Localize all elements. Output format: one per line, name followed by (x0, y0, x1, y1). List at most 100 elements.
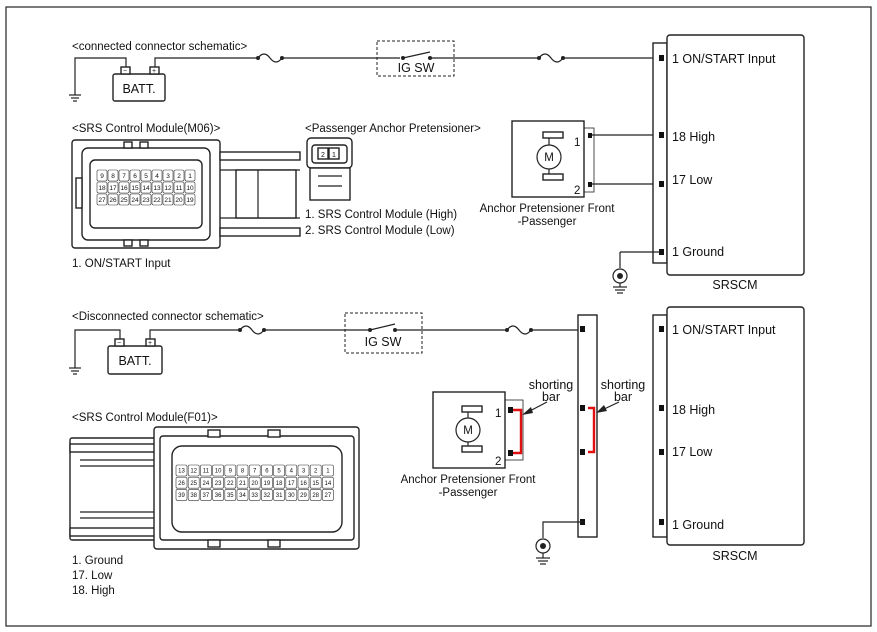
bottom-srscm-pin-high: 18 High (672, 403, 715, 417)
pin-number: 36 (215, 493, 222, 499)
top-battery: − + BATT. (112, 66, 166, 102)
pin-number: 23 (215, 481, 222, 487)
pin-cell (236, 489, 249, 501)
bottom-component-label-1: Anchor Pretensioner Front (401, 474, 537, 486)
pin-cell (212, 489, 224, 501)
pin-cell (273, 476, 285, 489)
bottom-component-label-2: -Passenger (439, 487, 498, 499)
top-pretensioner-component: M 1 2 (511, 120, 660, 198)
shorting-bar-2-arrow (596, 401, 620, 413)
pin-cell (184, 181, 196, 194)
bottom-srscm-pin-on-start: 1 ON/START Input (672, 323, 776, 337)
bottom-main-wire (149, 323, 583, 339)
pin-number: 7 (253, 469, 257, 475)
shorting-bar-2-label-a: shorting (601, 378, 646, 392)
pin-cell (129, 169, 141, 182)
pin-cell (285, 476, 298, 489)
pin-number: 18 (276, 481, 283, 487)
top-main-wire (154, 51, 660, 67)
pin-number: 4 (290, 469, 294, 475)
top-pin2-label: 2 (574, 185, 580, 197)
pin-number: 1 (326, 469, 330, 475)
top-srscm-pin-ground: 1 Ground (672, 245, 724, 259)
pin-number: 15 (131, 185, 139, 192)
pin-cell (107, 169, 119, 182)
pin-cell (261, 464, 273, 477)
bottom-srscm-label: SRSCM (712, 549, 757, 563)
pin-number: 16 (120, 185, 128, 192)
pin-cell (184, 169, 196, 182)
pin-number: 8 (111, 173, 115, 180)
pin-number: 20 (175, 197, 183, 204)
pin-cell (162, 193, 174, 206)
pin-number: 13 (153, 185, 161, 192)
pin-number: 26 (109, 197, 117, 204)
pretensioner-pin-2: 2 (321, 152, 325, 159)
top-srscm-pin-low: 17 Low (672, 173, 713, 187)
top-battery-ground-wiring (69, 57, 127, 102)
pin-number: 17 (288, 481, 295, 487)
pin-number: 35 (227, 493, 234, 499)
pin-cell (200, 464, 212, 477)
pin-cell (322, 464, 334, 477)
bottom-srscm-pin-low: 17 Low (672, 445, 713, 459)
pin-number: 11 (203, 469, 210, 475)
connected-schematic-title: <connected connector schematic> (72, 41, 247, 53)
pin-cell (309, 464, 322, 477)
pin-cell (248, 476, 261, 489)
f01-note-low: 17. Low (72, 570, 113, 582)
bottom-battery: − + BATT. (107, 338, 163, 375)
pin-cell (173, 169, 185, 182)
shorting-bar-1-red (513, 408, 523, 455)
pin-number: 34 (239, 493, 246, 499)
pin-number: 4 (155, 173, 159, 180)
m06-title: <SRS Control Module(M06)> (72, 123, 221, 135)
shorting-bar-2-red (588, 406, 596, 454)
diagram-frame (5, 6, 872, 627)
pin-number: 9 (100, 173, 104, 180)
pin-cell (322, 489, 334, 501)
top-srscm (619, 34, 805, 276)
pin-cell (297, 476, 310, 489)
pin-number: 31 (276, 493, 283, 499)
top-component-label-2: -Passenger (518, 216, 577, 228)
f01-note-ground: 1. Ground (72, 555, 123, 567)
pretensioner-note-2: 2. SRS Control Module (Low) (305, 225, 455, 237)
pin-number: 6 (133, 173, 137, 180)
pin-cell (175, 489, 188, 501)
pin-cell (248, 464, 261, 477)
pin-cell (224, 476, 237, 489)
pin-cell (140, 193, 152, 206)
pin-cell (162, 181, 174, 194)
top-srscm-label: SRSCM (712, 278, 757, 292)
pin-number: 39 (178, 493, 185, 499)
pin-cell (151, 169, 163, 182)
bottom-ig-switch-box (344, 312, 423, 354)
bottom-battery-ground-wiring (69, 329, 121, 375)
pin-number: 13 (178, 469, 185, 475)
pin-number: 23 (142, 197, 150, 204)
pin-cell (118, 169, 130, 182)
pin-number: 19 (186, 197, 194, 204)
pin-number: 24 (203, 481, 210, 487)
pin-number: 19 (264, 481, 271, 487)
pin-number: 2 (177, 173, 181, 180)
pin-cell (297, 489, 310, 501)
pin-number: 29 (300, 493, 307, 499)
top-battery-label: BATT. (122, 82, 155, 96)
pin-cell (151, 193, 163, 206)
pin-number: 27 (98, 197, 106, 204)
bottom-motor-label: M (463, 425, 473, 437)
pin-cell (212, 476, 224, 489)
pin-cell (129, 181, 141, 194)
pin-cell (224, 489, 237, 501)
pin-cell (273, 464, 285, 477)
pin-number: 12 (190, 469, 197, 475)
f01-note-high: 18. High (72, 585, 115, 597)
f01-title: <SRS Control Module(F01)> (72, 412, 218, 424)
pin-cell (248, 489, 261, 501)
pin-number: 11 (176, 185, 183, 192)
pin-number: 7 (122, 173, 126, 180)
pin-number: 1 (188, 173, 192, 180)
